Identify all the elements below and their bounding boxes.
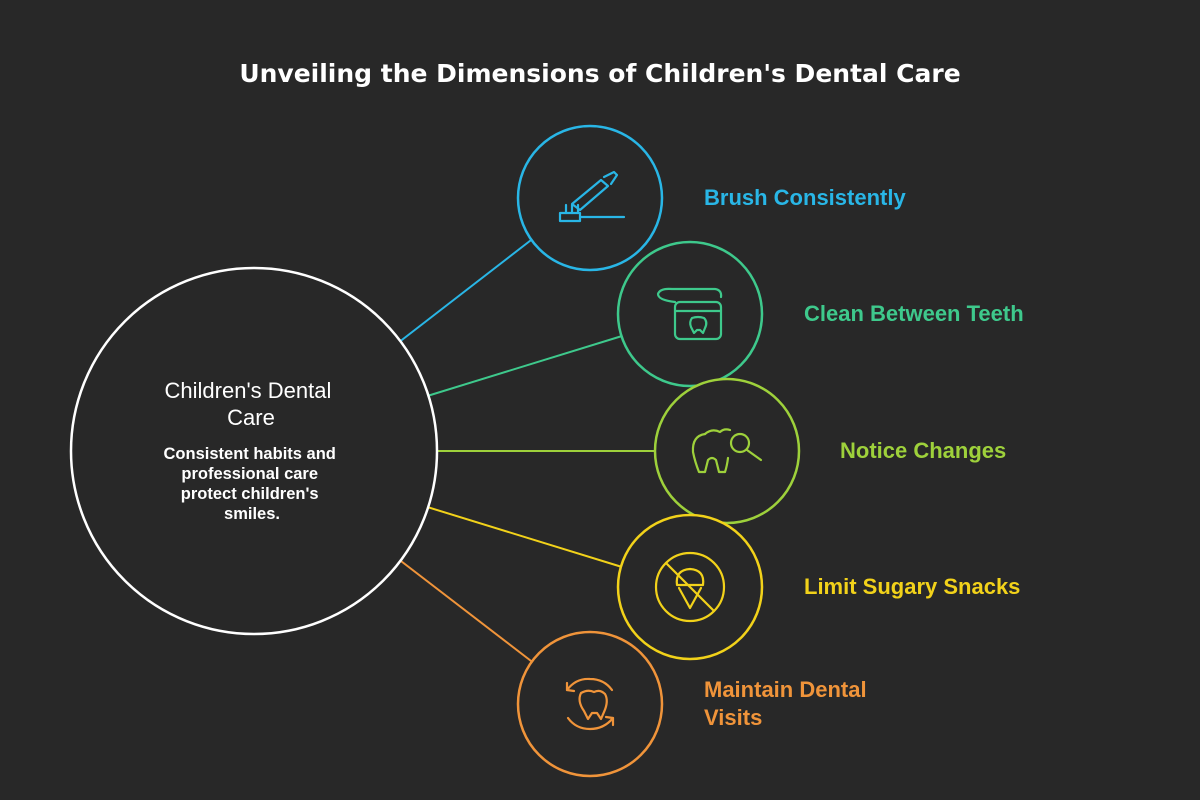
center-description-line: professional care (181, 465, 318, 483)
tooth-cycle-icon (565, 677, 615, 731)
branch-label: Limit Sugary Snacks (804, 574, 1020, 599)
branch-maintain-dental-visits: Maintain Dental Visits (516, 630, 873, 778)
center-description-line: smiles. (224, 505, 280, 523)
branch-label-line: Limit Sugary Snacks (804, 574, 1020, 599)
branch-notice-changes: Notice Changes (653, 377, 1006, 525)
toothbrush-toothpaste-icon (558, 170, 626, 223)
branch-circle (653, 377, 801, 525)
no-ice-cream-icon (654, 551, 726, 623)
center-circle (69, 266, 439, 636)
branch-label-line: Clean Between Teeth (804, 301, 1024, 326)
branch-circle (516, 630, 664, 778)
center-node: Children's Dental Care Consistent habits… (69, 266, 439, 636)
branch-circle (516, 124, 664, 272)
branch-label-line: Visits (704, 705, 762, 730)
page-title: Unveiling the Dimensions of Children's D… (239, 59, 960, 88)
connectors (383, 236, 655, 665)
connector-limit (423, 505, 623, 568)
branch-label: Notice Changes (840, 438, 1006, 463)
branch-label-line: Notice Changes (840, 438, 1006, 463)
branch-label-line: Maintain Dental (704, 677, 867, 702)
center-title-line: Care (227, 405, 275, 430)
branch-label: Clean Between Teeth (804, 301, 1024, 326)
center-description: Consistent habits and professional care … (164, 445, 341, 523)
center-title-line: Children's Dental (165, 378, 332, 403)
tooth-magnifier-icon (691, 428, 763, 474)
center-title: Children's Dental Care (165, 378, 338, 430)
center-description-line: protect children's (181, 485, 319, 503)
dental-floss-icon (656, 287, 723, 341)
connector-brush (384, 236, 536, 354)
branch-circle (616, 240, 764, 388)
center-description-line: Consistent habits and (164, 445, 336, 463)
branch-limit-sugary-snacks: Limit Sugary Snacks (616, 513, 1020, 661)
branch-clean-between-teeth: Clean Between Teeth (616, 240, 1024, 388)
branch-brush-consistently: Brush Consistently (516, 124, 906, 272)
connector-clean (423, 335, 623, 398)
connector-maintain (383, 547, 536, 665)
branch-label-line: Brush Consistently (704, 185, 906, 210)
branch-label: Brush Consistently (704, 185, 906, 210)
branch-label: Maintain Dental Visits (704, 677, 873, 730)
